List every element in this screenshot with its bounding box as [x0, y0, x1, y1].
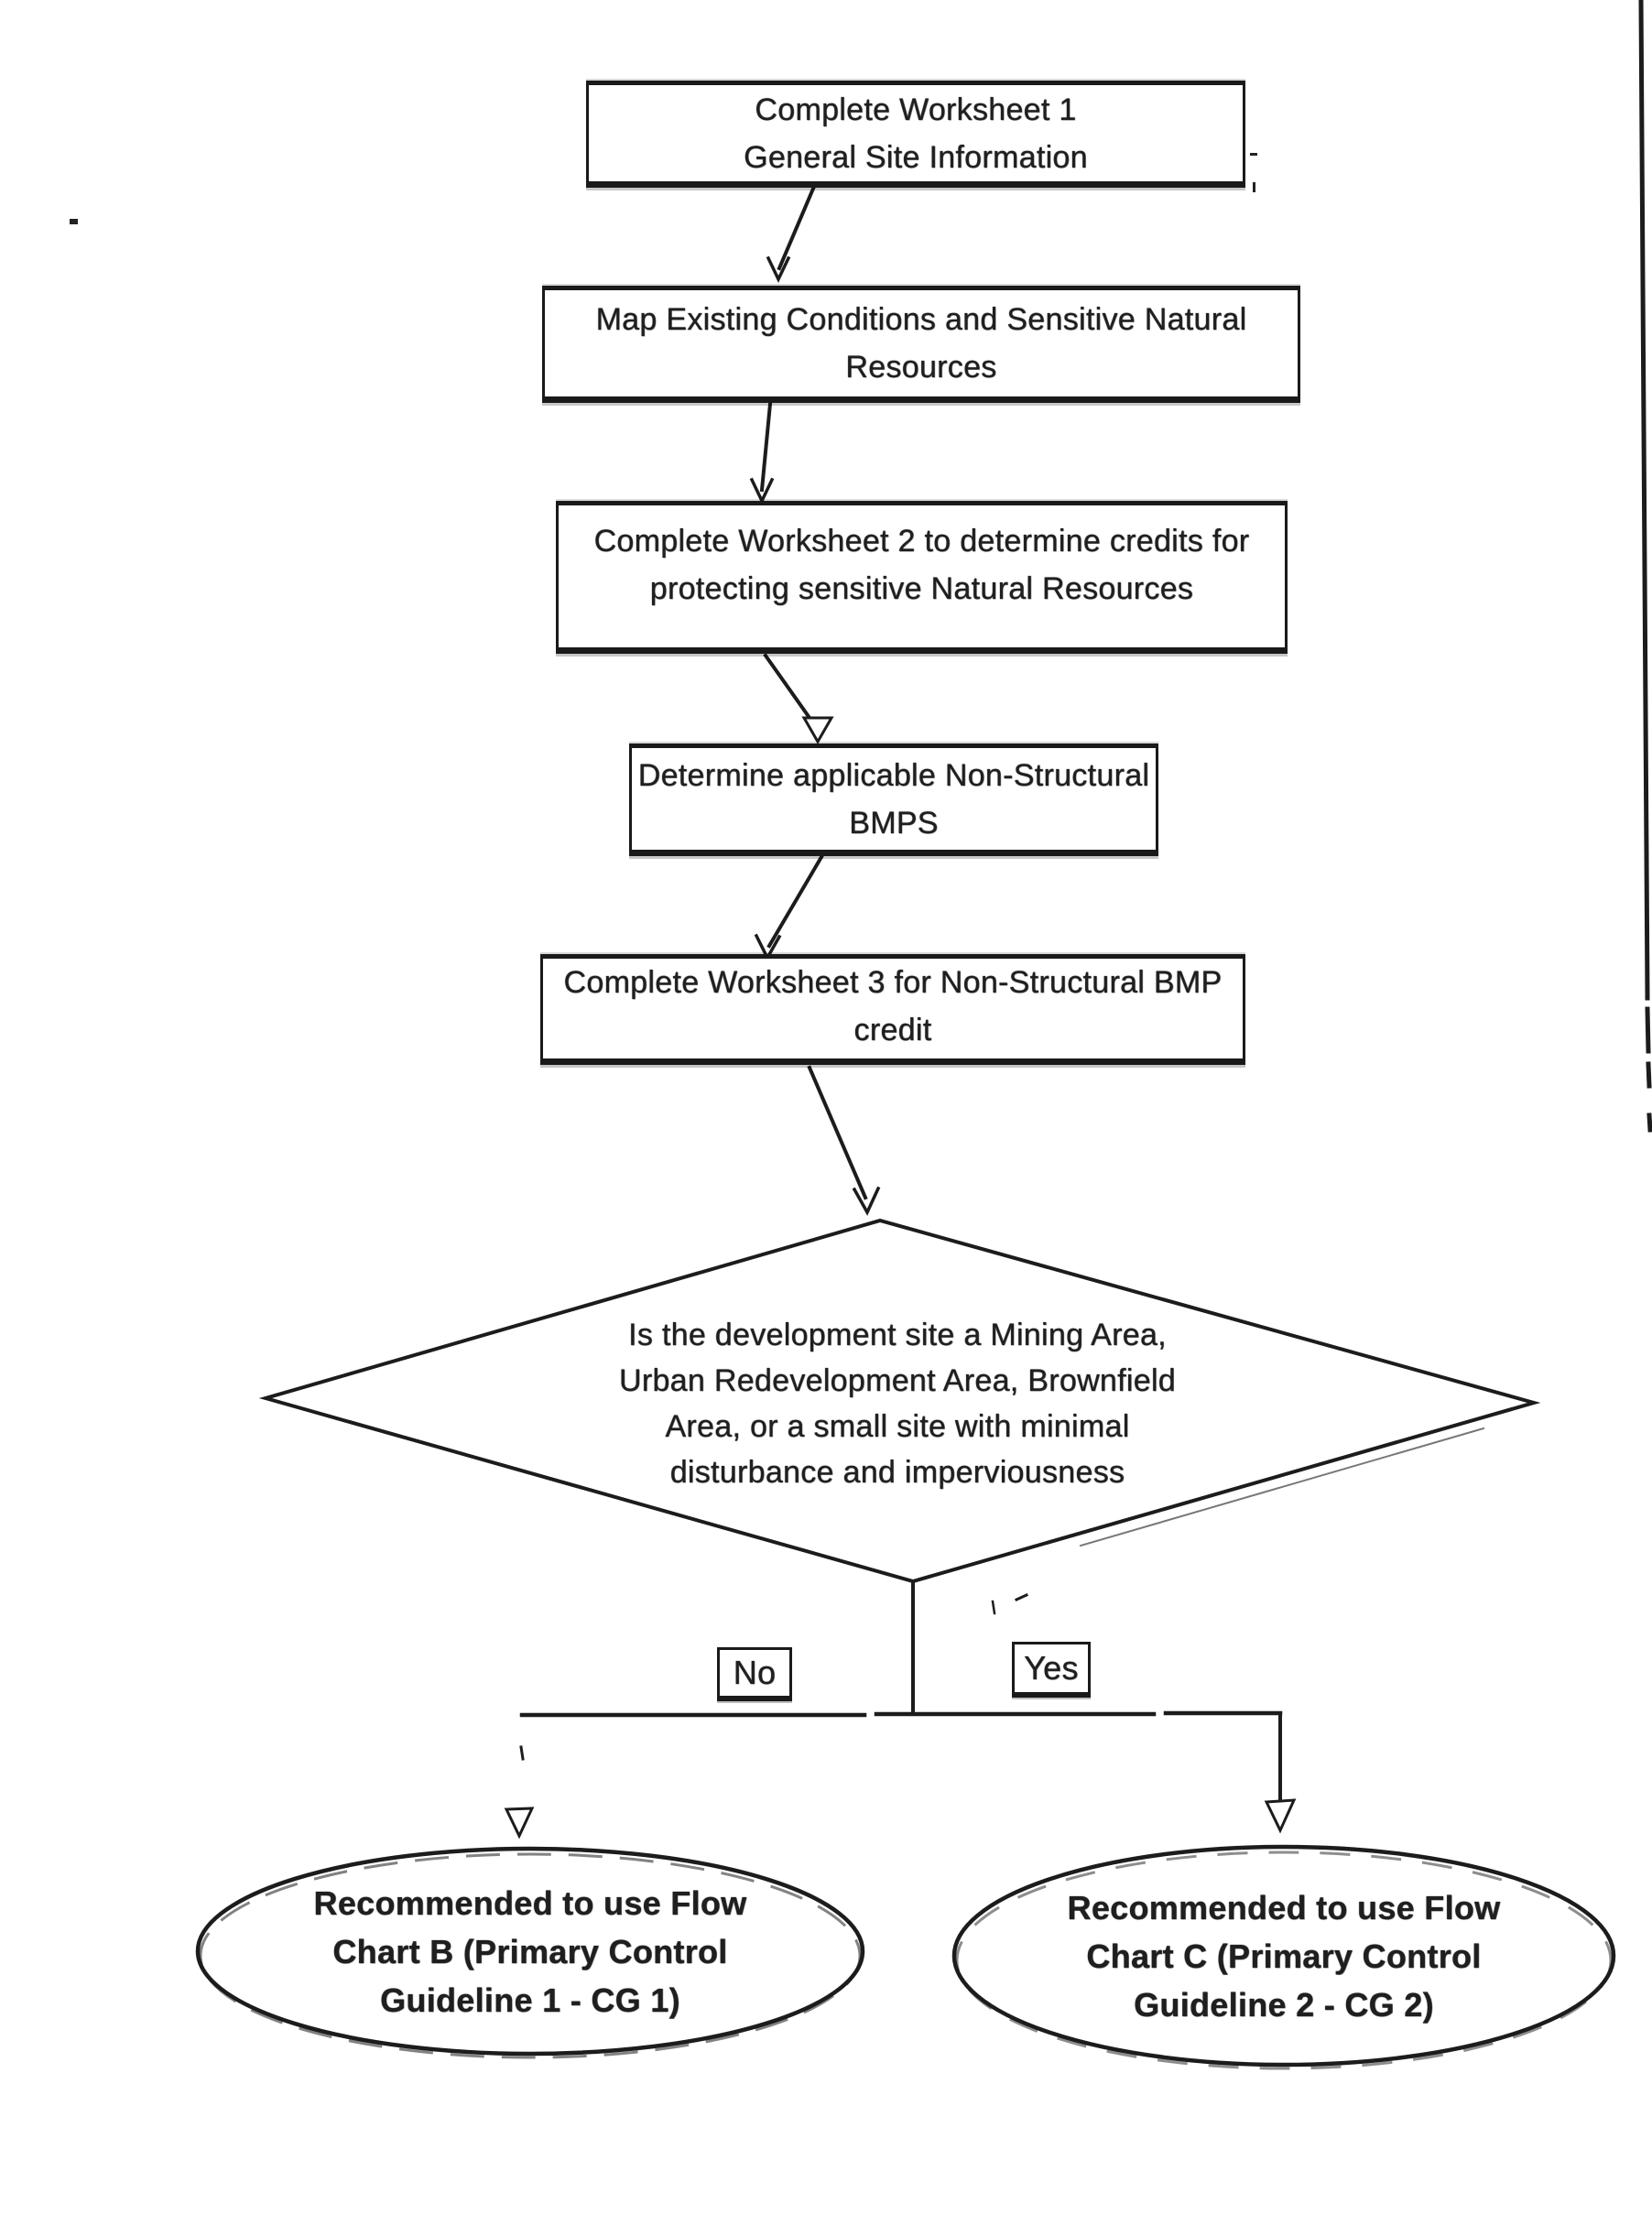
arrowhead-3 [801, 716, 834, 745]
process-box-line: Determine applicable Non-Structural [637, 757, 1150, 793]
outcome-line: Chart B (Primary Control [332, 1932, 728, 1970]
decision-line: disturbance and imperviousness [669, 1455, 1125, 1490]
process-box-line: Resources [845, 350, 997, 385]
decision-diamond-text: Is the development site a Mining Area, U… [513, 1308, 1282, 1500]
no-arrowhead [504, 1807, 535, 1840]
branch-label-yes-text: Yes [1024, 1649, 1079, 1687]
outcome-ellipse-c-grit [955, 1851, 1613, 2070]
decision-line: Area, or a small site with minimal [665, 1409, 1130, 1444]
process-box-line: BMPS [849, 805, 939, 841]
process-box-worksheet-3: Complete Worksheet 3 for Non-Structural … [540, 954, 1245, 1065]
process-box-line: Complete Worksheet 2 to determine credit… [593, 523, 1250, 559]
decision-line: Is the development site a Mining Area, [628, 1318, 1167, 1352]
process-box-map-conditions: Map Existing Conditions and Sensitive Na… [542, 286, 1300, 403]
process-box-non-structural-bmps: Determine applicable Non-Structural BMPS [629, 743, 1158, 856]
arrowhead-5 [852, 1186, 881, 1216]
no-branch-speck [519, 1745, 525, 1761]
outcome-line: Recommended to use Flow [313, 1883, 747, 1922]
decision-line: Urban Redevelopment Area, Brownfield [618, 1363, 1177, 1398]
outcome-line: Chart C (Primary Control [1086, 1937, 1482, 1975]
process-box-line: Complete Worksheet 1 [755, 92, 1077, 127]
outcome-line: Guideline 1 - CG 1) [380, 1981, 680, 2019]
outcome-flow-chart-c-text: Recommended to use Flow Chart C (Primary… [991, 1883, 1577, 2029]
process-box-line: Map Existing Conditions and Sensitive Na… [595, 302, 1247, 337]
arrowhead-1 [766, 255, 791, 284]
outcome-line: Guideline 2 - CG 2) [1134, 1985, 1434, 2024]
connector-3 [763, 653, 817, 727]
outcome-ellipse-b-shape [195, 1846, 865, 2057]
outcome-line: Recommended to use Flow [1067, 1888, 1501, 1927]
decision-diamond-shape [258, 1218, 1541, 1584]
process-box-line: General Site Information [744, 139, 1088, 175]
outcome-flow-chart-b-text: Recommended to use Flow Chart B (Primary… [237, 1878, 823, 2024]
outcome-ellipse-c-shape [951, 1844, 1616, 2068]
toner-speck-line [1015, 1593, 1028, 1601]
process-box-line: credit [853, 1012, 932, 1047]
toner-speck-tick [991, 1600, 996, 1615]
yes-arrowhead [1264, 1798, 1297, 1834]
branch-rail-line [519, 1710, 1283, 1718]
scan-edge-artifact [1638, 0, 1652, 1133]
connector-5 [807, 1065, 868, 1200]
process-box-line: protecting sensitive Natural Resources [649, 570, 1194, 606]
process-box-worksheet-1: Complete Worksheet 1 General Site Inform… [586, 81, 1245, 188]
connector-4 [766, 854, 824, 949]
branch-label-no: No [717, 1647, 792, 1701]
process-box-line: Complete Worksheet 3 for Non-Structural … [563, 964, 1223, 1000]
outcome-ellipse-b-grit [199, 1852, 862, 2059]
connector-2 [759, 401, 773, 493]
branch-label-no-text: No [733, 1654, 777, 1691]
scan-scratch-line [1079, 1427, 1485, 1547]
process-box-worksheet-2: Complete Worksheet 2 to determine credit… [556, 501, 1288, 654]
branch-label-yes: Yes [1012, 1642, 1091, 1698]
connector-1 [777, 186, 816, 271]
